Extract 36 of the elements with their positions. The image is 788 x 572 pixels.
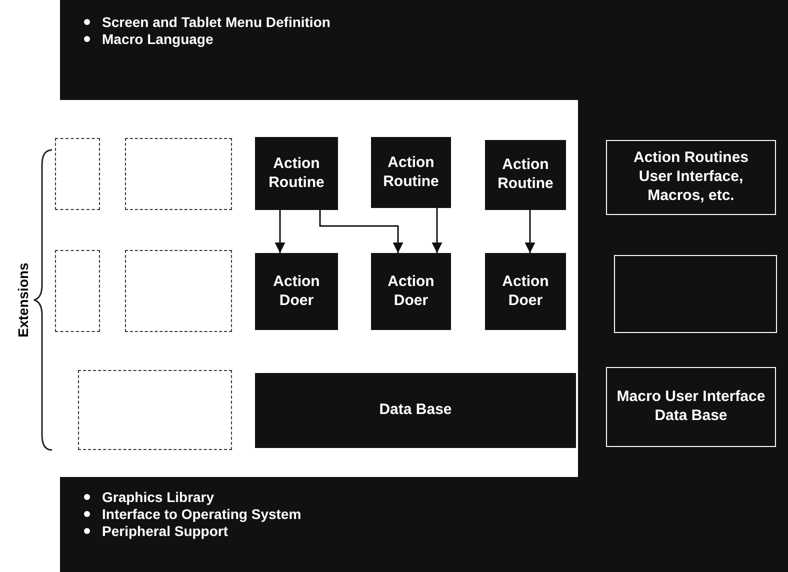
outlined-box bbox=[614, 255, 777, 333]
arrow bbox=[319, 210, 404, 253]
process-box bbox=[255, 373, 576, 448]
bullet-item: Macro Language bbox=[102, 30, 214, 48]
process-box bbox=[371, 253, 451, 330]
box-label: Data Base bbox=[379, 401, 452, 420]
box-label: Action Doer bbox=[501, 272, 550, 310]
box-label: Macro User Interface Data Base bbox=[616, 388, 766, 426]
box-label: Action Routine bbox=[268, 154, 326, 192]
box-label: Action Doer bbox=[272, 272, 321, 310]
dashed-box bbox=[55, 250, 100, 332]
dashed-box bbox=[55, 138, 100, 210]
dashed-box bbox=[125, 250, 232, 332]
bullet-item: Peripheral Support bbox=[102, 522, 228, 540]
outlined-box bbox=[606, 140, 776, 215]
arrow bbox=[432, 208, 442, 253]
bullet-item: Graphics Library bbox=[102, 489, 214, 506]
outlined-box bbox=[606, 367, 776, 447]
bullet-item: Interface to Operating System bbox=[102, 506, 302, 523]
box-label: Action Routine bbox=[496, 156, 554, 194]
bullet-item: Screen and Tablet Menu Definition bbox=[102, 14, 330, 31]
text-panel bbox=[60, 0, 788, 100]
arrow bbox=[274, 210, 286, 253]
box-label: Action Routines User Interface, Macros, etc. bbox=[632, 149, 750, 206]
process-box bbox=[485, 140, 566, 210]
text-panel bbox=[60, 477, 788, 572]
process-box bbox=[485, 253, 566, 330]
box-label: Action Routine bbox=[382, 154, 440, 192]
process-box bbox=[371, 137, 451, 208]
process-box bbox=[255, 137, 338, 210]
side-label: Extensions bbox=[15, 262, 31, 340]
dashed-box bbox=[125, 138, 232, 210]
dashed-box bbox=[78, 370, 232, 450]
arrow bbox=[524, 210, 536, 253]
box-label: Action Doer bbox=[386, 272, 436, 310]
process-box bbox=[255, 253, 338, 330]
